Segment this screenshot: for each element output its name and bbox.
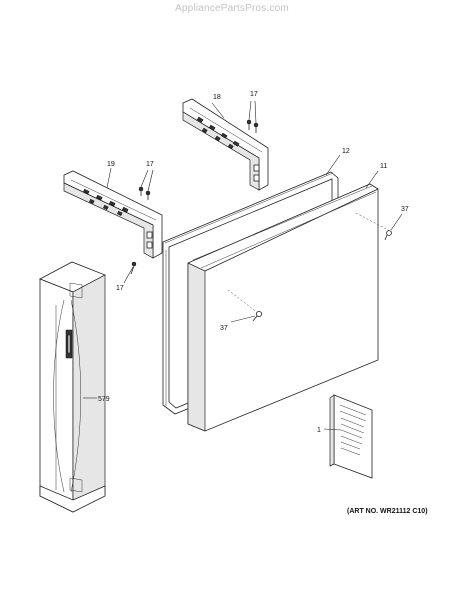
callout-1: 1 [317, 427, 321, 434]
callout-17: 17 [146, 161, 154, 168]
side-trim-column[interactable] [39, 261, 106, 513]
callout-19: 19 [107, 161, 115, 168]
screw-single[interactable] [130, 261, 137, 275]
callout-37: 37 [401, 206, 409, 213]
door-panel[interactable] [187, 183, 379, 432]
door-screw-right[interactable] [384, 230, 392, 241]
callout-11: 11 [380, 163, 387, 170]
door-screw-center[interactable] [252, 310, 262, 322]
callout-18: 18 [213, 94, 221, 101]
screw-upper-pair[interactable] [246, 119, 259, 133]
hinge-bracket-upper[interactable] [182, 98, 269, 191]
owners-manual[interactable] [329, 394, 373, 479]
watermark: AppliancePartsPros.com [175, 3, 289, 14]
callout-17: 17 [116, 285, 124, 292]
screw-lower-pair[interactable] [138, 186, 151, 200]
art-number: (ART NO. WR21112 C10) [347, 508, 428, 515]
callout-37: 37 [220, 325, 228, 332]
callout-579: 579 [98, 396, 110, 403]
callout-12: 12 [342, 148, 350, 155]
hinge-bracket-lower[interactable] [63, 170, 163, 259]
callout-17: 17 [250, 91, 258, 98]
